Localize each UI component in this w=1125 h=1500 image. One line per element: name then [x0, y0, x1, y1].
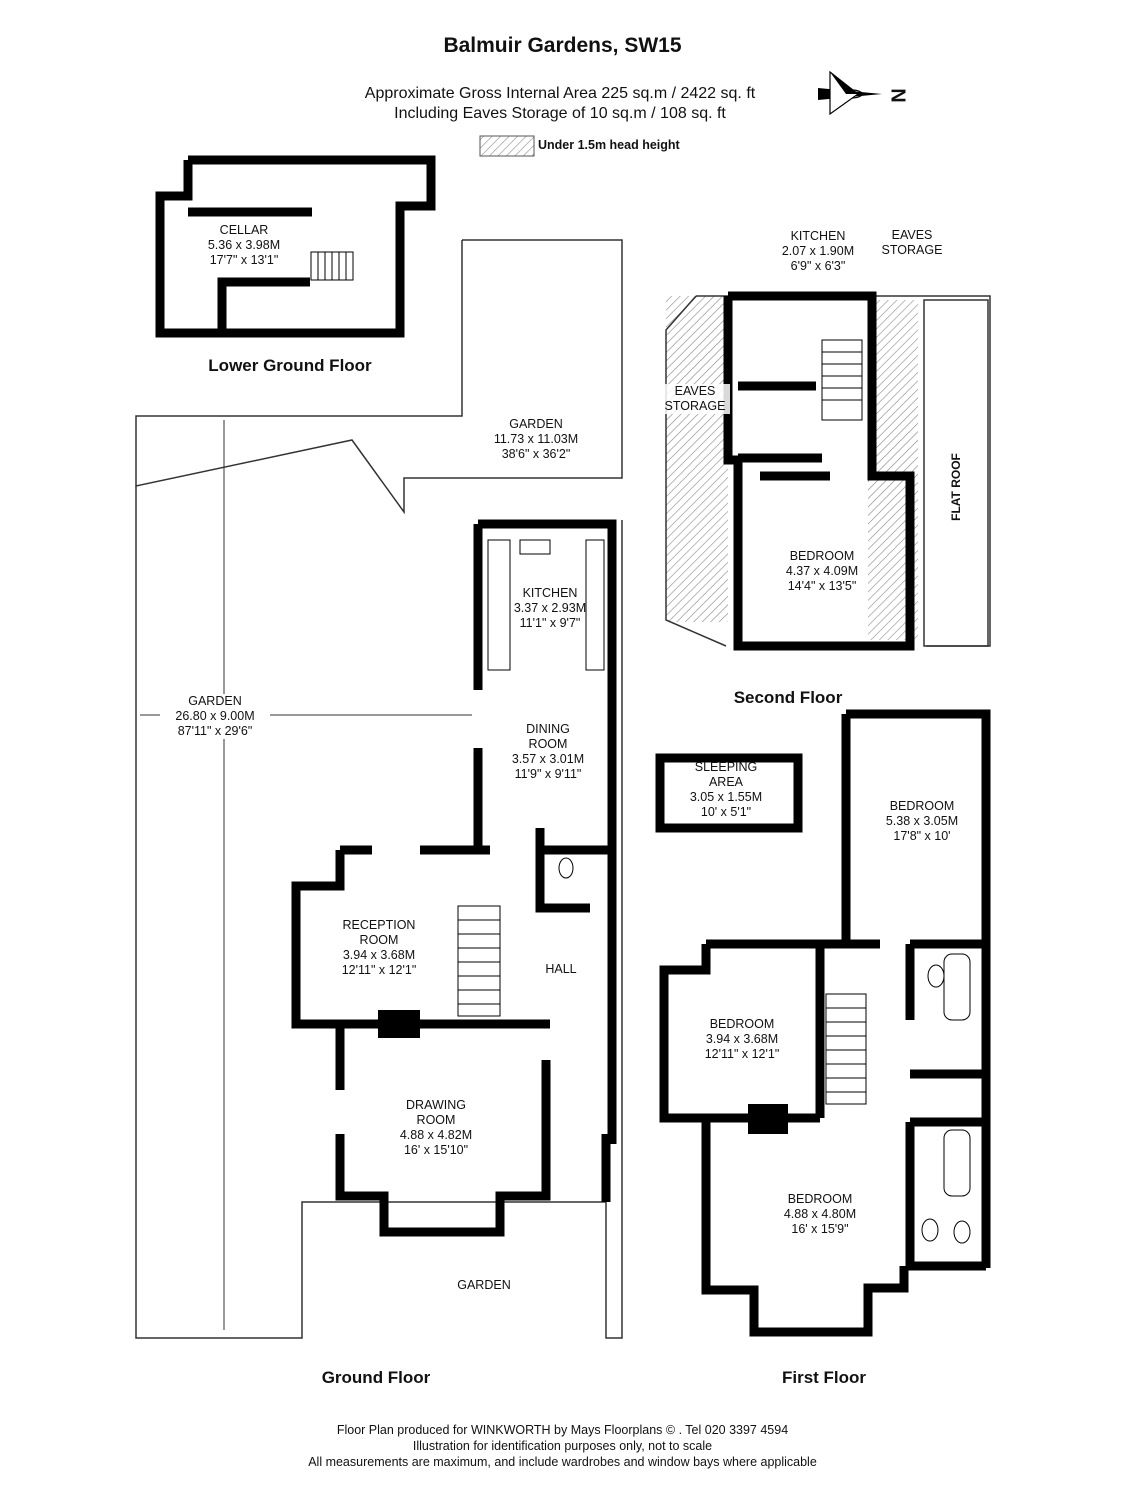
second-floor-walls — [723, 291, 915, 651]
cellar-walls — [155, 155, 436, 338]
floor-label-lower-ground: Lower Ground Floor — [208, 356, 372, 375]
garden-boundaries — [135, 239, 623, 1339]
property-title: Balmuir Gardens, SW15 — [443, 34, 682, 57]
chimney-breast-first — [748, 1104, 788, 1134]
footer-measurements-note: All measurements are maximum, and includ… — [308, 1455, 817, 1469]
eaves-storage-left-hatch — [666, 296, 728, 622]
legend-label: Under 1.5m head height — [538, 138, 680, 152]
legend-hatch-swatch — [479, 135, 535, 157]
floor-label-ground: Ground Floor — [321, 1368, 431, 1387]
north-label: N — [886, 88, 909, 103]
room-label-flat-roof: FLAT ROOF — [949, 453, 963, 521]
sleeping-area-walls — [655, 753, 803, 833]
room-label-hall: HALL — [545, 962, 577, 976]
footer-disclaimer: Illustration for identification purposes… — [412, 1439, 713, 1453]
flat-roof-outline — [923, 299, 989, 647]
ground-floor-walls — [291, 519, 617, 1237]
first-floor-walls — [659, 709, 991, 1337]
floor-label-second: Second Floor — [733, 688, 843, 707]
gross-area-line: Approximate Gross Internal Area 225 sq.m… — [364, 85, 756, 102]
footer-credit: Floor Plan produced for WINKWORTH by May… — [336, 1423, 789, 1437]
bath-fittings — [558, 857, 971, 1244]
chimney-breast-ground — [378, 1010, 420, 1038]
floor-label-first: First Floor — [781, 1368, 867, 1387]
north-arrow-icon — [818, 70, 882, 116]
room-label-garden-front: GARDEN — [457, 1278, 511, 1292]
ground-floor-stairs — [457, 905, 501, 1017]
eaves-area-line: Including Eaves Storage of 10 sq.m / 108… — [394, 105, 726, 122]
first-floor-stairs — [825, 993, 867, 1105]
garden-dimension-lines — [140, 420, 472, 1330]
second-floor-stairs — [821, 339, 863, 421]
cellar-stairs — [310, 251, 354, 281]
kitchen-fittings-ground — [487, 539, 605, 671]
